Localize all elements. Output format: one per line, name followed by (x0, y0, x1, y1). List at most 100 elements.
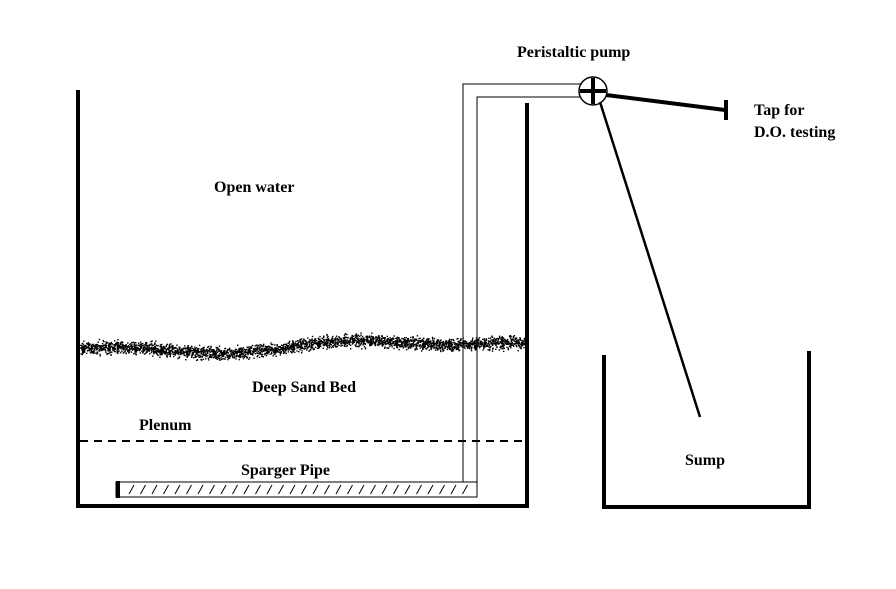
sand-dot (238, 355, 240, 357)
sand-dot (191, 352, 194, 354)
sand-dot (157, 350, 159, 353)
sand-dot (349, 338, 351, 340)
sand-dot (234, 349, 237, 351)
sand-dot (239, 347, 241, 349)
sand-dot (156, 347, 159, 350)
sand-dot (455, 347, 458, 349)
sand-dot (102, 349, 104, 351)
sand-dot (226, 349, 229, 351)
sand-dot (211, 350, 213, 352)
sand-dot (285, 347, 287, 349)
sand-dot (113, 340, 116, 342)
sand-dot (448, 345, 451, 347)
sand-dot (326, 345, 328, 347)
sand-dot (176, 351, 179, 353)
sand-dot (169, 351, 171, 353)
sand-dot (190, 355, 193, 357)
sand-dot (259, 349, 261, 351)
sand-dot (384, 346, 386, 348)
sand-dot (335, 343, 337, 345)
sand-dot (359, 344, 362, 346)
sand-dot (310, 347, 313, 349)
sand-dot (257, 354, 259, 357)
sand-dot (140, 345, 143, 347)
sand-dot (212, 353, 215, 356)
sand-dot (304, 346, 307, 348)
sand-dot (460, 344, 463, 346)
sand-dot (81, 342, 83, 345)
sand-dot (196, 353, 198, 355)
sand-dot (370, 343, 372, 345)
sand-dot (292, 344, 295, 346)
sand-dot (131, 342, 133, 344)
sand-dot (238, 358, 240, 361)
sand-dot (187, 348, 189, 351)
sand-dot (469, 344, 471, 347)
sand-dot (352, 338, 354, 341)
sand-dot (202, 347, 204, 349)
sand-dot (124, 347, 127, 349)
sand-dot (139, 341, 142, 343)
sand-dot (382, 343, 384, 345)
sand-dot (457, 345, 460, 347)
sand-dot (165, 350, 168, 352)
sand-dot (518, 343, 520, 345)
sand-dot (250, 346, 252, 348)
sand-dot (237, 350, 239, 352)
sparger-hole (301, 484, 307, 495)
sand-dot (438, 348, 440, 350)
sand-dot (86, 352, 88, 355)
sand-dot (226, 350, 228, 352)
sand-dot (348, 343, 350, 346)
sand-dot (396, 338, 398, 340)
sand-dot (194, 347, 197, 350)
sand-dot (334, 339, 336, 341)
sand-dot (398, 337, 400, 339)
sand-dot (154, 342, 156, 344)
sand-dot (239, 350, 242, 352)
sand-dot (168, 349, 170, 351)
sand-dot (262, 349, 265, 351)
sand-dot (344, 336, 346, 338)
sand-dot (157, 354, 159, 357)
sand-dot (449, 340, 451, 343)
sand-dot (353, 340, 355, 342)
sand-dot (441, 345, 443, 348)
sand-dot (104, 344, 106, 347)
sand-dot (428, 349, 430, 351)
sand-dot (493, 337, 496, 340)
sand-dot (332, 344, 335, 347)
sand-dot (444, 341, 446, 343)
sand-dot (301, 346, 303, 349)
sand-dot (387, 338, 390, 340)
sand-dot (305, 345, 307, 347)
sand-dot (490, 341, 492, 344)
sand-dot (250, 349, 252, 352)
sand-dot (306, 347, 309, 350)
sand-dot (263, 343, 265, 346)
sand-dot (130, 346, 132, 348)
sand-dot (428, 338, 430, 340)
sand-dot (262, 356, 264, 358)
sand-dot (353, 339, 355, 341)
sand-dot (310, 342, 312, 345)
sand-dot (407, 338, 409, 340)
sand-dot (355, 345, 357, 347)
sand-dot (150, 343, 153, 345)
sand-dot (508, 345, 511, 348)
sand-dot (185, 348, 187, 350)
sand-dot (172, 353, 174, 355)
sand-dot (433, 346, 435, 348)
sand-dot (148, 346, 150, 349)
sand-dot (189, 348, 191, 351)
sand-dot (364, 343, 367, 345)
sand-dot (362, 340, 364, 342)
sand-dot (375, 337, 377, 339)
sand-dot (326, 336, 329, 339)
sand-dot (470, 350, 473, 352)
sand-dot (516, 339, 518, 341)
sand-dot (491, 342, 493, 345)
sand-dot (362, 341, 364, 344)
sand-dot (184, 354, 186, 357)
sand-dot (404, 339, 406, 341)
